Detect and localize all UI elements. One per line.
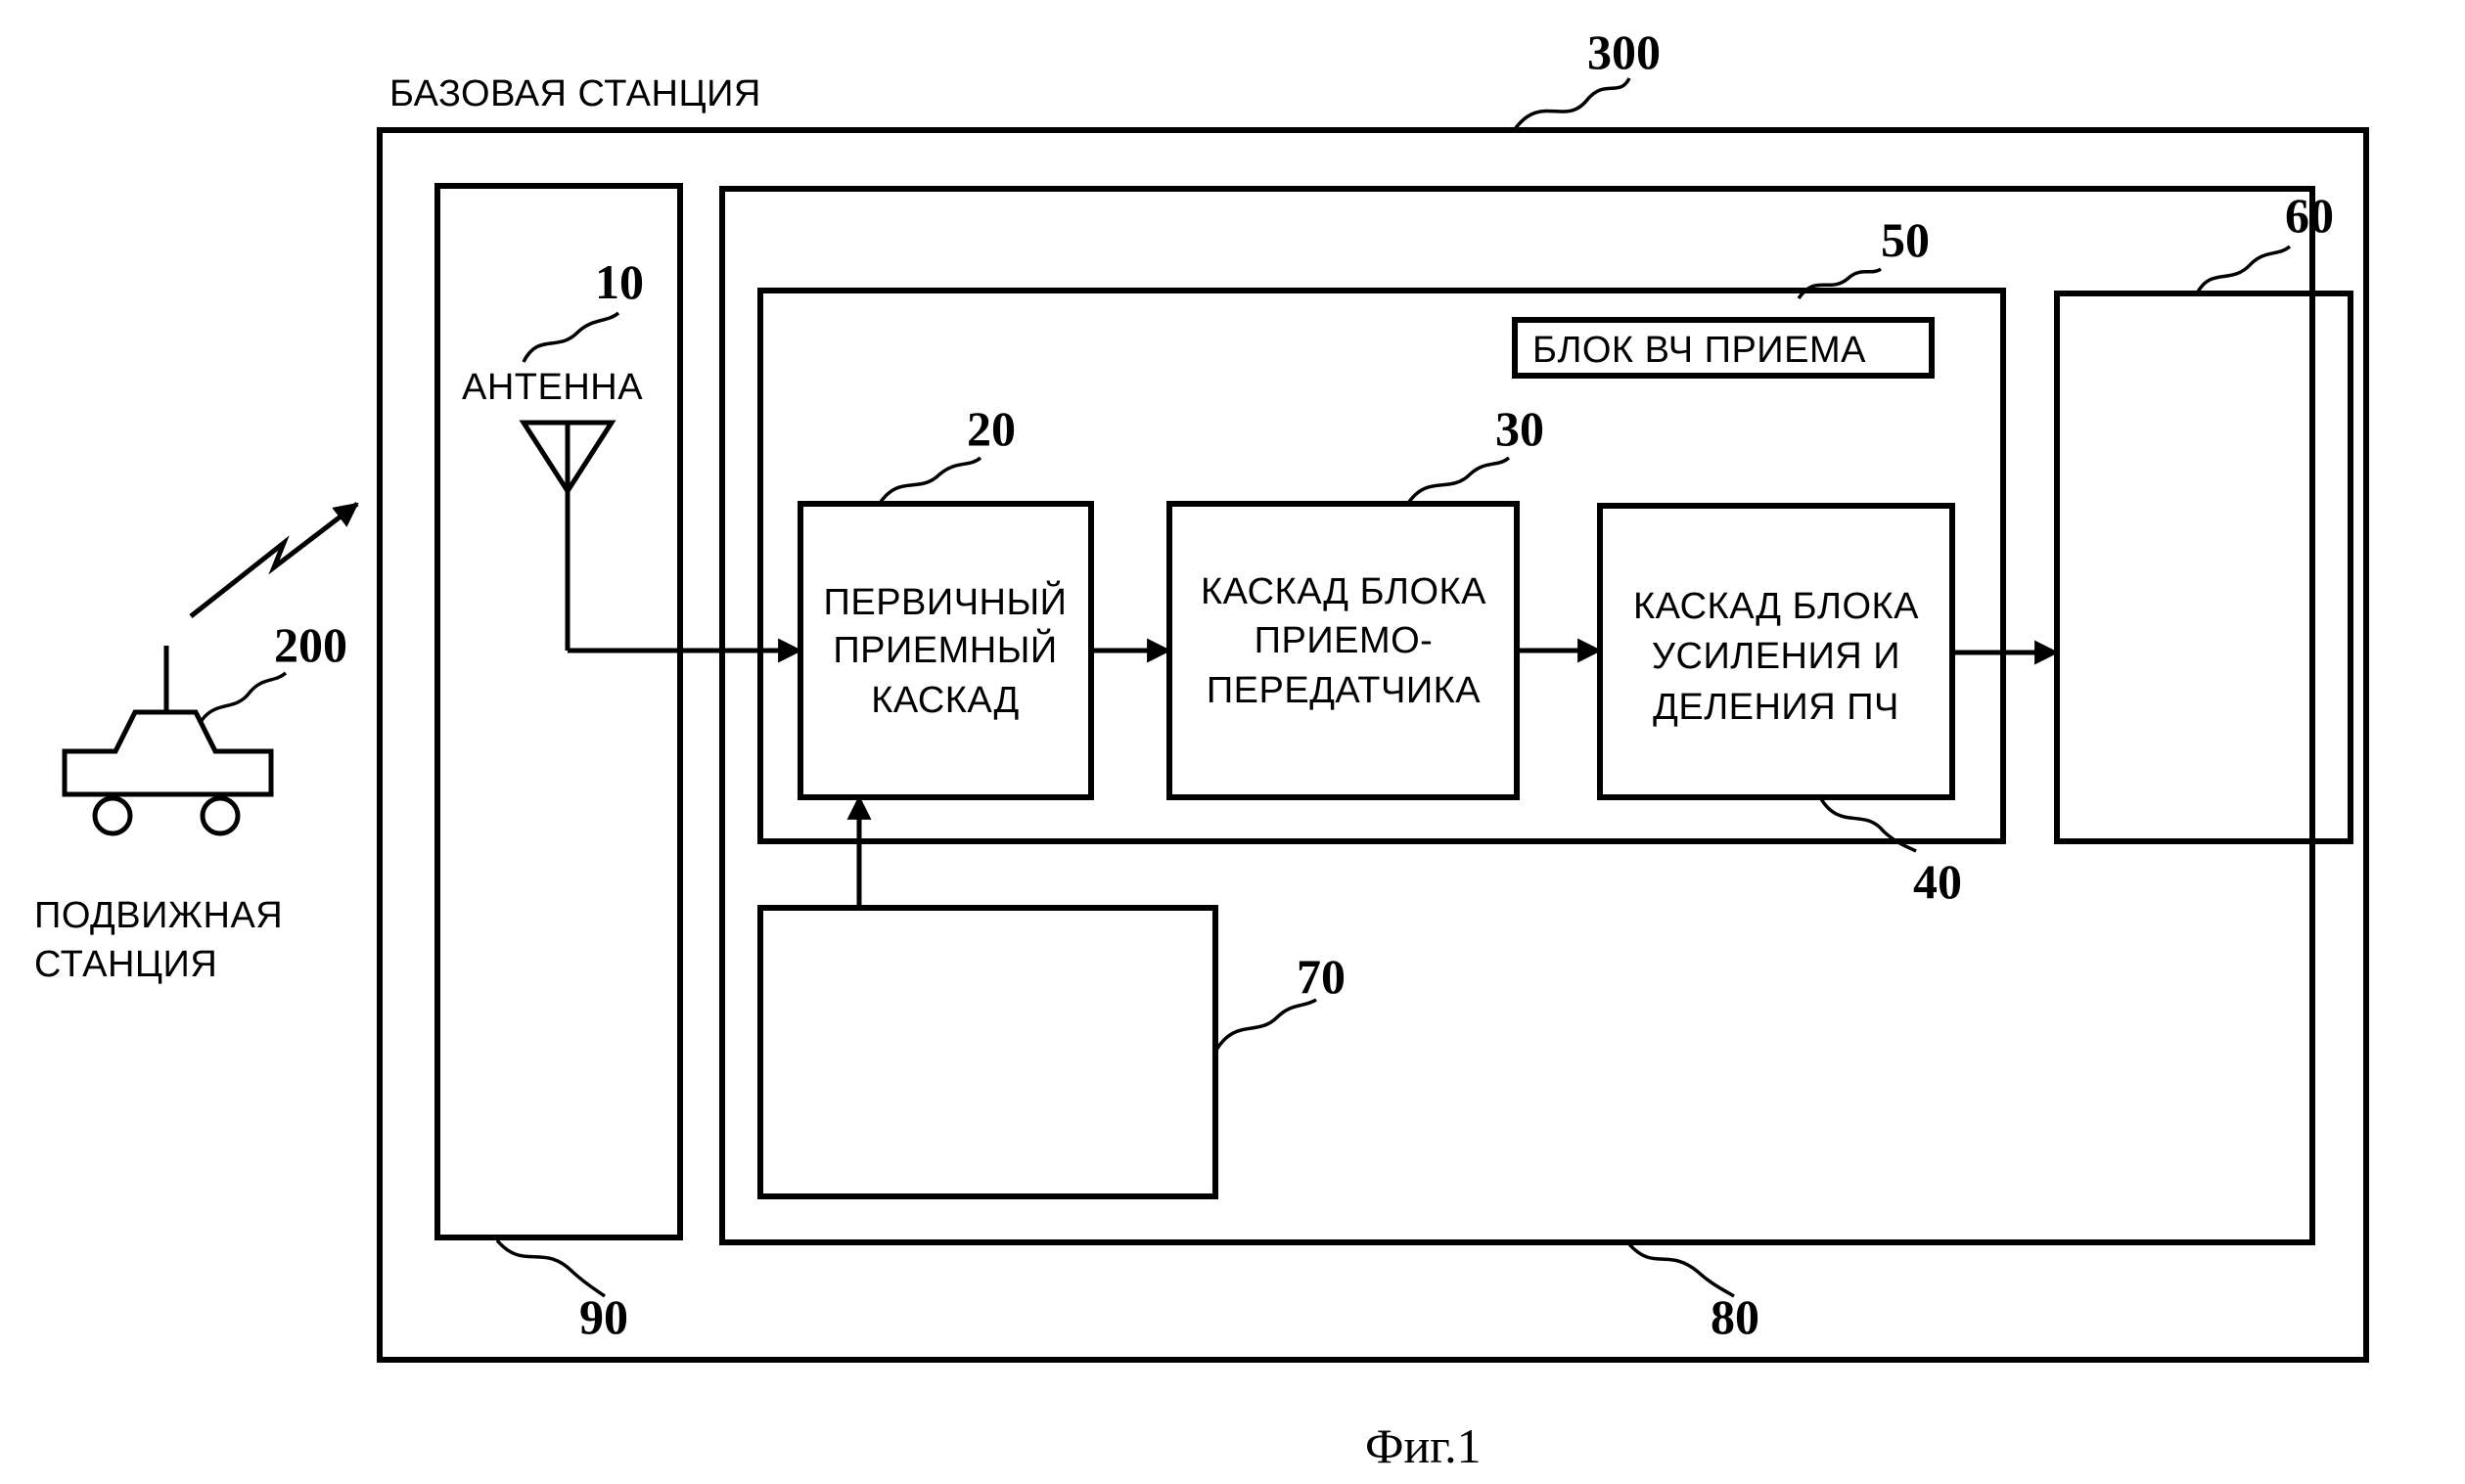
transceiver-stage-line-1: КАСКАД БЛОКА <box>1201 571 1486 612</box>
ref-90: 90 <box>579 1289 628 1344</box>
ref-10: 10 <box>595 254 644 309</box>
base-station-title: БАЗОВАЯ СТАНЦИЯ <box>389 73 761 114</box>
radio-link-arrow <box>191 504 357 616</box>
block-60 <box>2057 293 2351 841</box>
primary-stage-line-2: ПРИЕМНЫЙ <box>833 627 1057 671</box>
ref-50-leader <box>1799 269 1881 298</box>
transceiver-stage-line-3: ПЕРЕДАТЧИКА <box>1207 670 1481 711</box>
ref-200: 200 <box>274 617 347 672</box>
antenna-icon <box>524 423 612 651</box>
ref-30: 30 <box>1495 401 1544 456</box>
rf-block-label: БЛОК ВЧ ПРИЕМА <box>1532 330 1866 371</box>
ref-50: 50 <box>1881 212 1930 267</box>
block-70 <box>760 908 1215 1196</box>
primary-stage-line-1: ПЕРВИЧНЫЙ <box>824 579 1068 623</box>
ref-10-leader <box>524 313 618 362</box>
figure-caption: Фиг.1 <box>1365 1418 1482 1473</box>
ref-80: 80 <box>1711 1289 1759 1344</box>
transceiver-stage-line-2: ПРИЕМО- <box>1255 620 1434 661</box>
antenna-label: АНТЕННА <box>462 367 643 408</box>
ref-300-leader <box>1515 78 1629 129</box>
ref-60-leader <box>2197 247 2290 293</box>
ref-200-leader <box>201 673 286 722</box>
ref-300: 300 <box>1587 24 1661 79</box>
ref-20-leader <box>881 458 981 502</box>
if-stage-line-2: УСИЛЕНИЯ И <box>1652 636 1900 677</box>
mobile-station-line-1: ПОДВИЖНАЯ <box>34 895 283 936</box>
if-stage-line-1: КАСКАД БЛОКА <box>1633 586 1919 627</box>
ref-40: 40 <box>1913 854 1962 909</box>
ref-30-leader <box>1409 458 1509 502</box>
ref-70-leader <box>1215 1000 1316 1052</box>
if-stage-line-3: ДЕЛЕНИЯ ПЧ <box>1653 687 1899 728</box>
ref-60: 60 <box>2285 188 2334 243</box>
ref-20: 20 <box>967 401 1016 456</box>
mobile-station-vehicle-icon <box>65 646 271 833</box>
ref-90-leader <box>497 1240 605 1296</box>
ref-70: 70 <box>1297 949 1346 1004</box>
mobile-station-line-2: СТАНЦИЯ <box>34 944 217 985</box>
primary-stage-line-3: КАСКАД <box>871 680 1020 721</box>
